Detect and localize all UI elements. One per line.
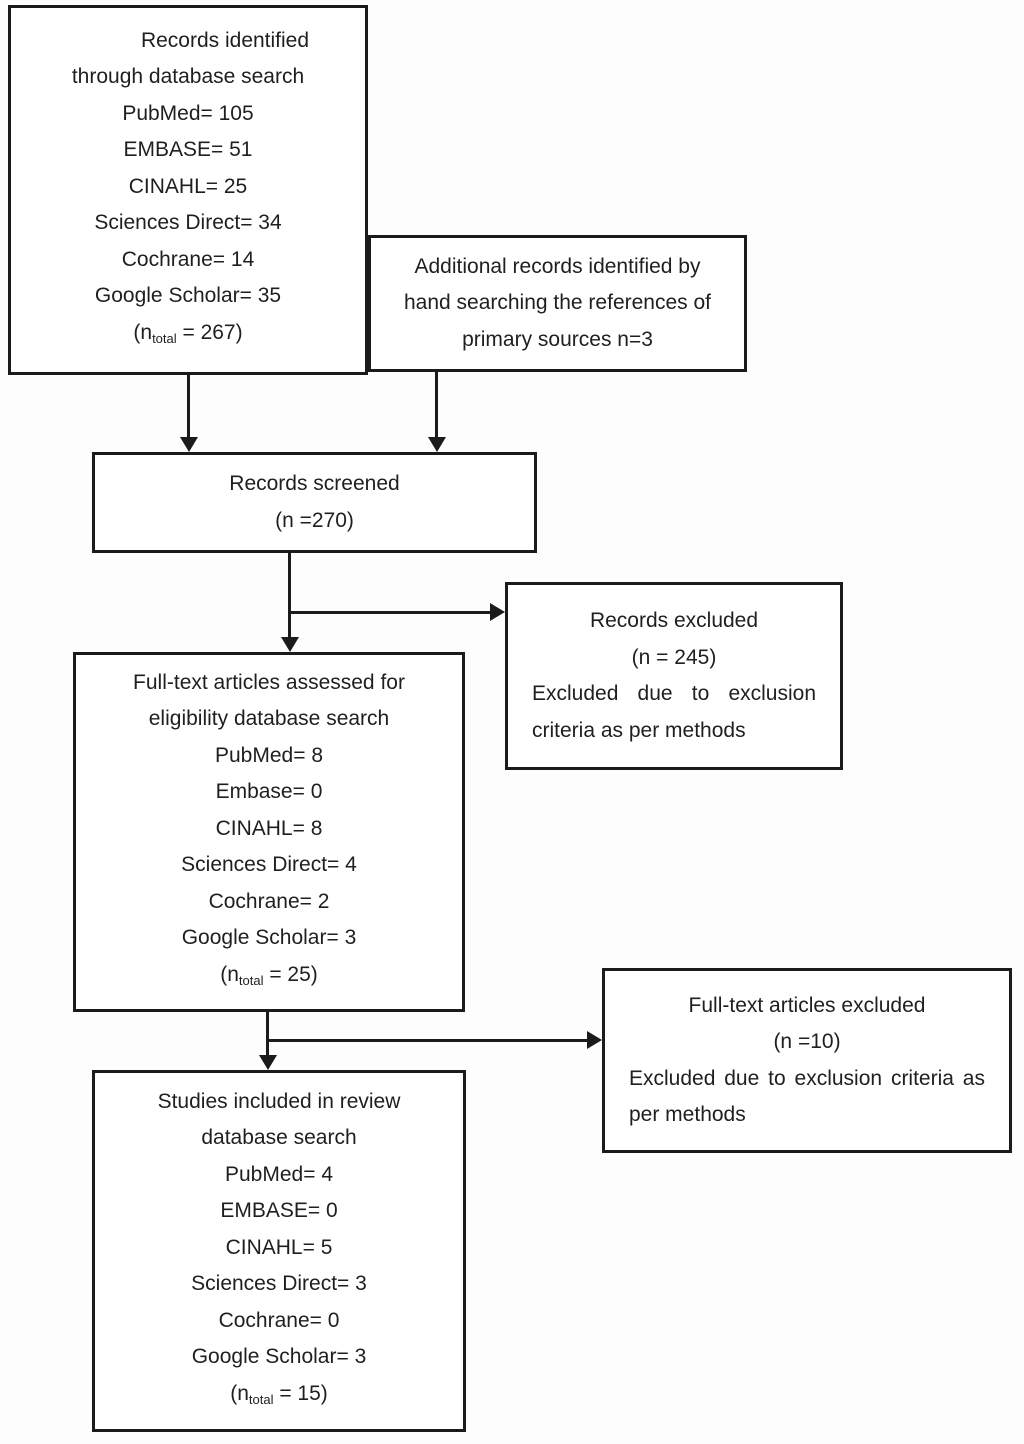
arrow-screened-to-excluded-line <box>288 611 491 614</box>
box-line: through database search <box>71 65 305 89</box>
box-line: per methods <box>629 1103 746 1126</box>
n-total-suffix: = 25) <box>263 962 318 986</box>
n-total-subscript: total <box>152 330 177 346</box>
box-line: database search <box>201 1126 357 1150</box>
n-total-prefix: (n <box>220 962 239 986</box>
box-line: Embase= 0 <box>215 780 323 804</box>
box-line: Studies included in review <box>157 1089 401 1113</box>
arrow-identified-to-screened-head <box>180 437 198 452</box>
box-additional-records: Additional records identified by hand se… <box>368 235 747 372</box>
box-line: (n =270) <box>275 508 354 532</box>
n-total-subscript: total <box>238 972 264 988</box>
arrow-screened-to-fulltext-line <box>288 553 291 639</box>
box-line: Excluded due to exclusion criteria as <box>629 1066 985 1090</box>
box-studies-included: Studies included in review database sear… <box>92 1070 466 1432</box>
box-line: hand searching the references of <box>403 291 712 315</box>
box-line: Google Scholar= 3 <box>191 1345 367 1369</box>
arrow-additional-to-screened-head <box>428 437 446 452</box>
box-line: CINAHL= 25 <box>128 174 248 198</box>
box-line: Sciences Direct= 34 <box>94 211 282 235</box>
box-fulltext-excluded: Full-text articles excluded (n =10) Excl… <box>602 968 1012 1153</box>
box-line: PubMed= 8 <box>215 743 323 767</box>
box-line: CINAHL= 8 <box>215 816 323 840</box>
box-records-excluded: Records excluded (n = 245) Excluded due … <box>505 582 843 770</box>
box-line-total: (ntotal = 25) <box>76 957 462 1000</box>
arrow-screened-to-fulltext-head <box>281 637 299 652</box>
arrow-additional-to-screened-line <box>435 372 438 440</box>
box-line: (n =10) <box>773 1030 841 1053</box>
box-line: eligibility database search <box>148 707 390 731</box>
box-line: Sciences Direct= 3 <box>191 1272 367 1296</box>
n-total-suffix: = 267) <box>176 320 243 344</box>
box-line: Sciences Direct= 4 <box>181 853 357 877</box>
box-line: EMBASE= 51 <box>123 138 253 162</box>
box-line-total: (ntotal = 267) <box>11 315 365 358</box>
box-fulltext-assessed: Full-text articles assessed for eligibil… <box>73 652 465 1012</box>
arrow-fulltext-to-included-line <box>266 1012 269 1057</box>
box-records-identified: Records identified through database sear… <box>8 5 368 375</box>
box-line: CINAHL= 5 <box>225 1235 333 1259</box>
n-total-suffix: = 15) <box>273 1381 328 1405</box>
n-total-prefix: (n <box>133 320 153 344</box>
box-line: Cochrane= 2 <box>208 889 330 913</box>
arrow-fulltext-to-excluded-line <box>266 1039 588 1042</box>
arrow-fulltext-to-excluded-head <box>587 1031 602 1049</box>
box-line: Full-text articles assessed for <box>133 670 405 694</box>
box-line: Google Scholar= 3 <box>181 926 357 950</box>
box-line-total: (ntotal = 15) <box>95 1376 463 1419</box>
box-line: PubMed= 105 <box>122 101 254 125</box>
box-line: Records identified <box>140 28 310 52</box>
box-line: Records excluded <box>589 609 759 632</box>
box-line: (n = 245) <box>631 645 717 669</box>
box-line: PubMed= 4 <box>225 1162 333 1186</box>
box-line: Additional records identified by <box>414 254 701 278</box>
box-line: Cochrane= 14 <box>121 247 255 271</box>
arrow-fulltext-to-included-head <box>259 1055 277 1070</box>
box-line: Full-text articles excluded <box>688 993 926 1017</box>
box-line: Excluded due to exclusion <box>532 682 816 705</box>
n-total-subscript: total <box>248 1391 274 1407</box>
box-line: Google Scholar= 35 <box>94 284 282 308</box>
arrow-screened-to-excluded-head <box>490 603 505 621</box>
box-line: criteria as per methods <box>532 718 746 742</box>
box-records-screened: Records screened (n =270) <box>92 452 537 553</box>
box-line: Cochrane= 0 <box>218 1308 340 1332</box>
box-line: Records screened <box>229 472 400 495</box>
box-line: primary sources n=3 <box>462 327 653 351</box>
n-total-prefix: (n <box>230 1381 249 1405</box>
box-line: EMBASE= 0 <box>220 1199 338 1223</box>
arrow-identified-to-screened-line <box>187 375 190 440</box>
